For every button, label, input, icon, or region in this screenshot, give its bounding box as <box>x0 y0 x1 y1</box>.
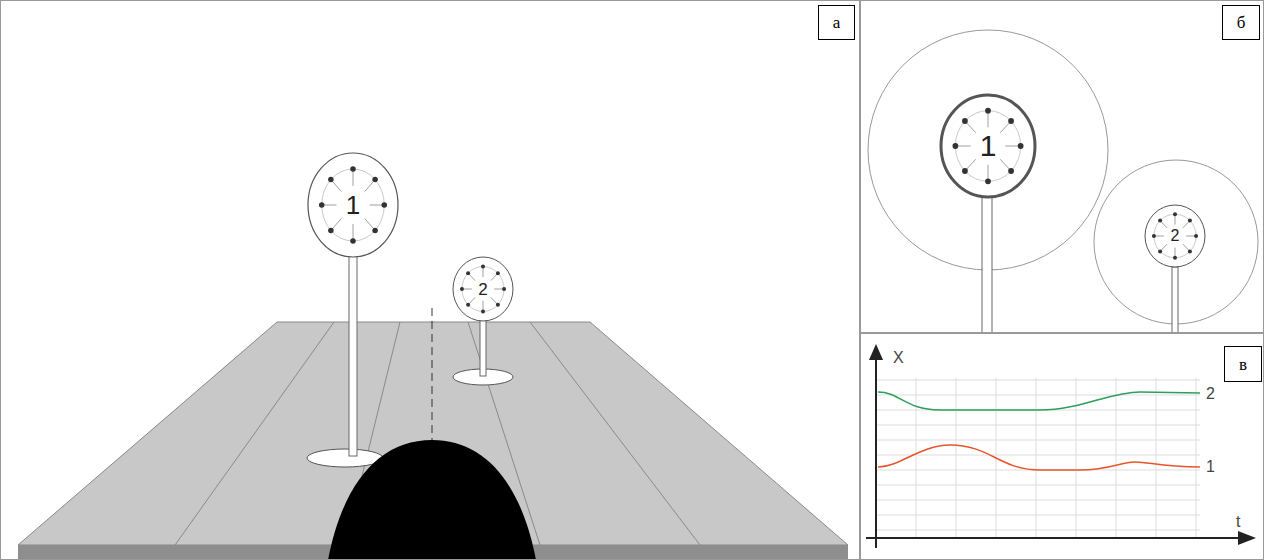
sign-pole <box>349 256 357 456</box>
panel-letter: в <box>1239 356 1247 373</box>
x-axis <box>866 537 1240 539</box>
curve-label: 1 <box>1206 459 1215 475</box>
sign-pole <box>1172 267 1178 333</box>
axis-label: X <box>893 350 904 366</box>
y-axis <box>875 356 877 548</box>
road-sign: 1 <box>307 152 399 258</box>
sign-base <box>307 449 383 467</box>
panel-letter-box: а <box>818 5 855 40</box>
center-dash <box>432 308 433 440</box>
panel-letter-box: в <box>1224 346 1262 382</box>
sign-number: 2 <box>1171 228 1180 244</box>
panel-letter-box: б <box>1222 5 1260 40</box>
road-sign: 1 <box>940 94 1036 198</box>
panel-letter: а <box>833 14 841 31</box>
sign-pole <box>480 320 486 376</box>
head-silhouette <box>328 440 536 560</box>
sign-number: 1 <box>980 131 997 161</box>
curve-label: 2 <box>1206 386 1215 402</box>
sign-pole <box>982 196 992 333</box>
road-sign: 2 <box>452 256 514 322</box>
grid <box>876 378 1200 538</box>
axis-arrow <box>869 344 883 360</box>
panel-letter: б <box>1237 14 1246 31</box>
curve-1 <box>878 445 1200 470</box>
axis-label: t <box>1236 514 1240 530</box>
road-sign: 2 <box>1144 204 1206 268</box>
curve-2 <box>878 392 1200 410</box>
sign-number: 2 <box>478 281 487 298</box>
axis-arrow <box>1238 531 1256 545</box>
sign-number: 1 <box>346 192 360 218</box>
panel-divider <box>859 0 861 560</box>
panel-divider <box>860 332 1264 334</box>
